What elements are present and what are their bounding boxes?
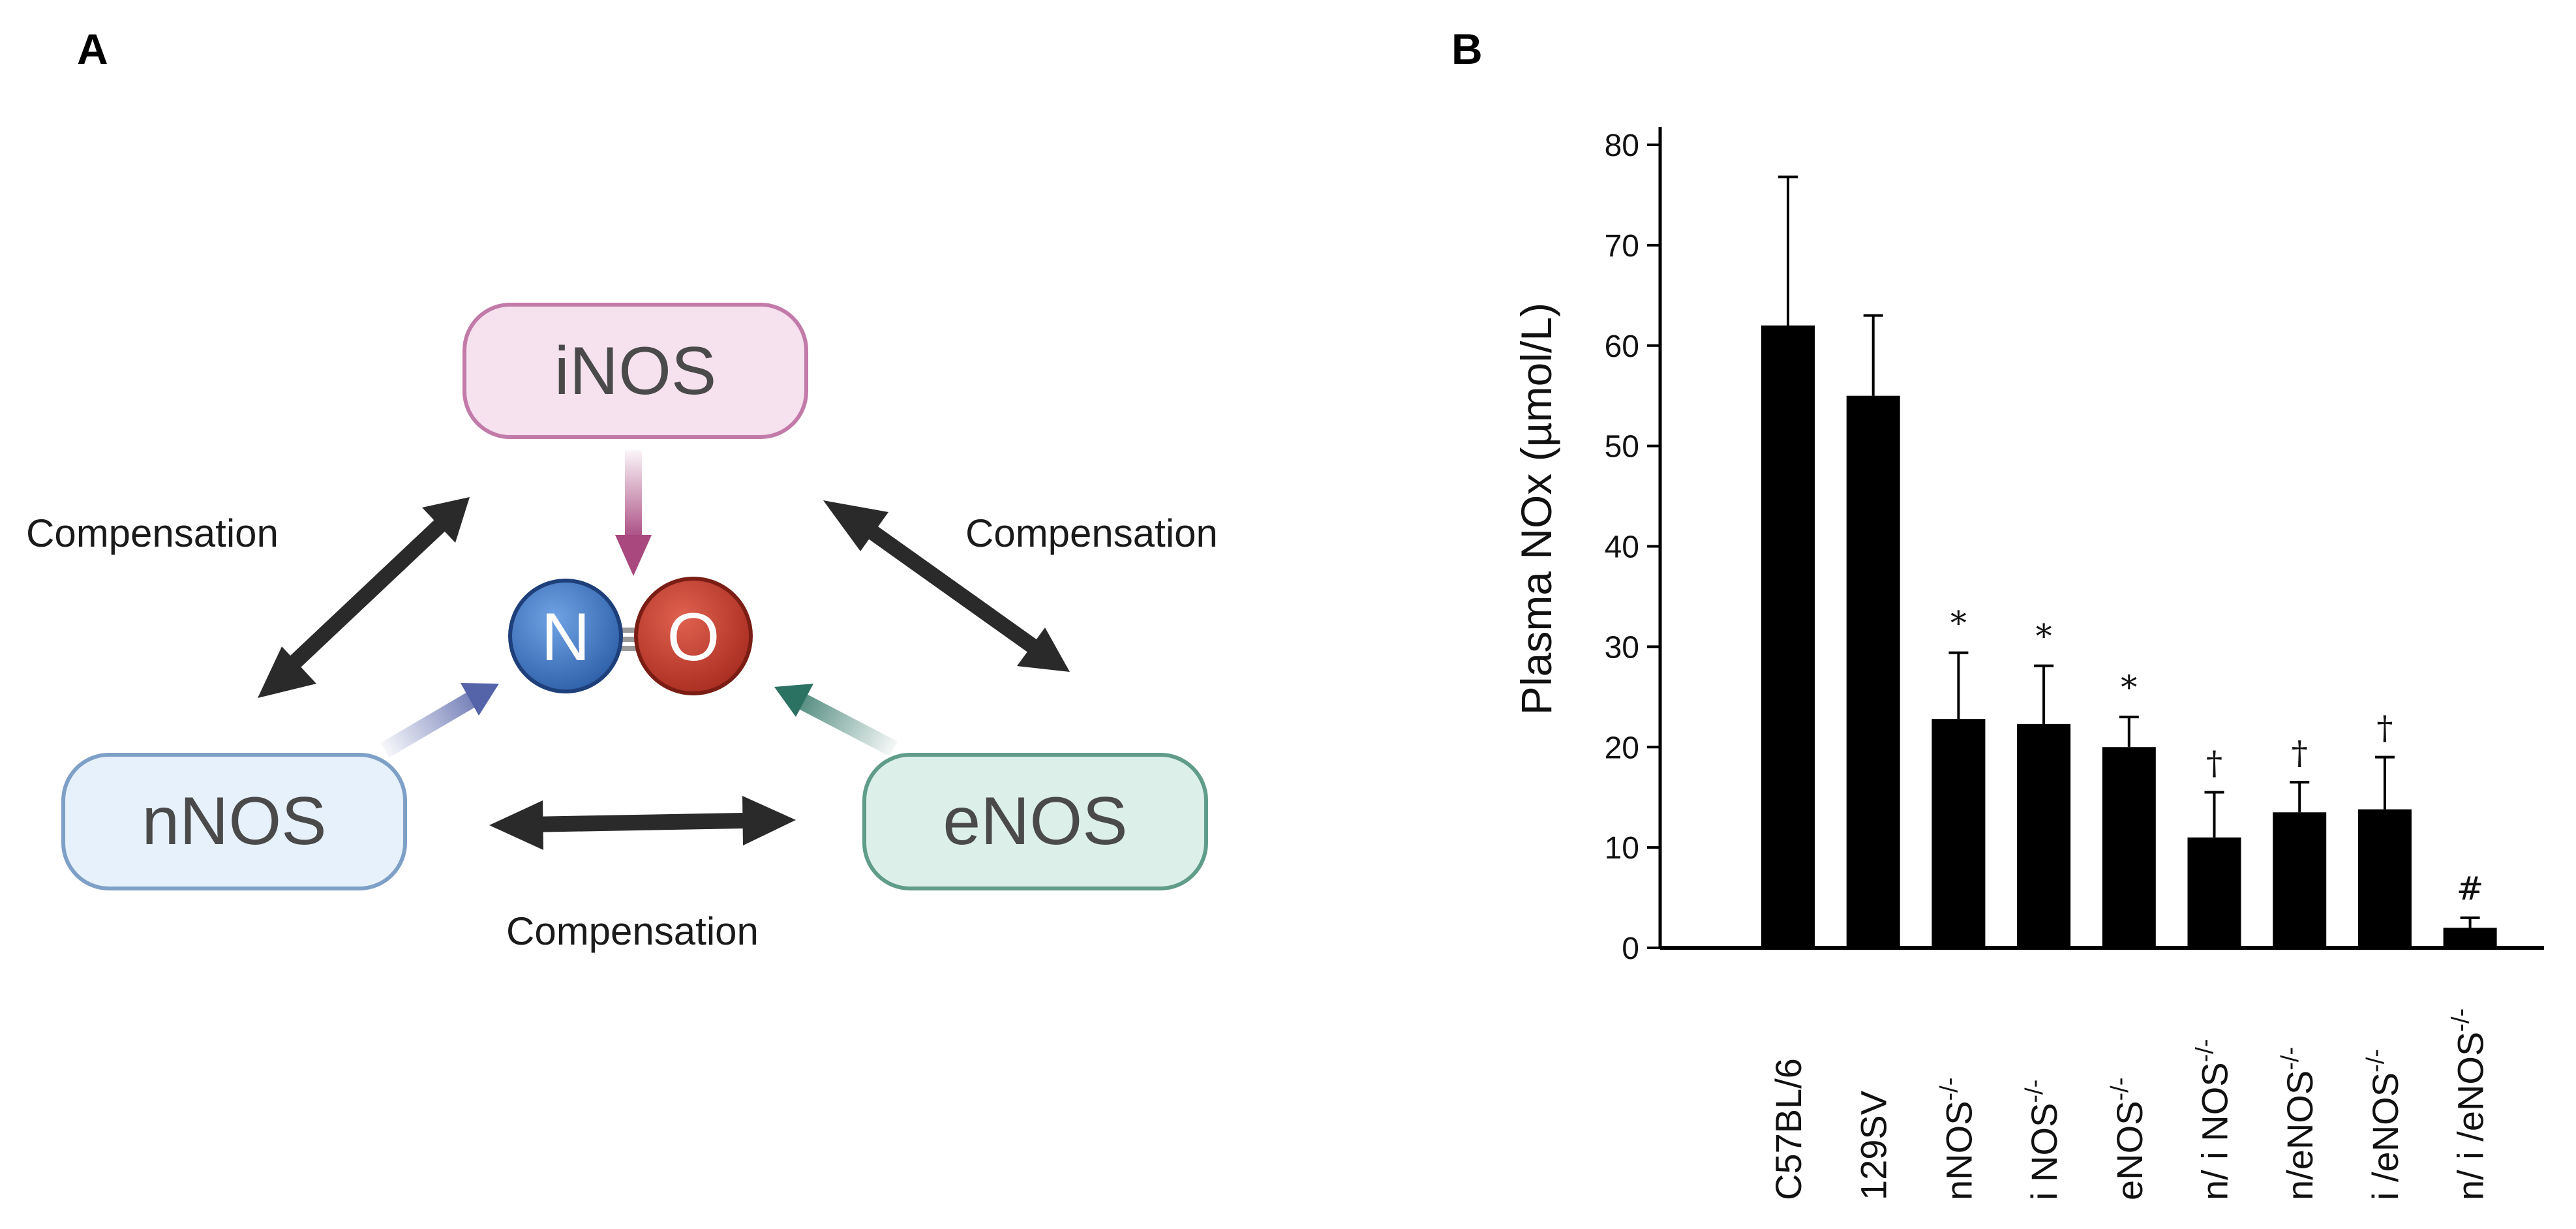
category-base: nNOS xyxy=(1938,1101,1979,1201)
y-tick-label: 70 xyxy=(1605,229,1639,264)
category-superscript: -/- xyxy=(2277,1047,2304,1070)
inos-node: iNOS xyxy=(462,303,808,439)
category-label: n/ i NOS-/- xyxy=(2192,1039,2235,1201)
category-label: n/eNOS-/- xyxy=(2277,1047,2320,1200)
enos-node: eNOS xyxy=(862,753,1208,890)
significance-marker: † xyxy=(2206,744,2222,781)
error-bar xyxy=(2204,791,2224,838)
error-bar xyxy=(1948,651,1969,720)
y-tick-label: 10 xyxy=(1605,831,1639,866)
y-axis-label: Plasma NOx (µmol/L) xyxy=(1512,303,1560,715)
panel-a-letter: A xyxy=(77,25,108,73)
compensation-label-left: Compensation xyxy=(26,511,279,555)
error-bars xyxy=(1778,175,2480,928)
double-headed-arrow-icon xyxy=(1017,628,1070,672)
y-tick-label: 30 xyxy=(1605,630,1639,665)
y-tick-label: 60 xyxy=(1605,329,1639,364)
y-axis: 0 10 20 30 40 50 60 70 80 xyxy=(1605,127,1662,966)
bar xyxy=(2187,837,2241,948)
compensation-arrow-right xyxy=(823,500,1070,672)
bar xyxy=(2443,928,2497,948)
category-base: C57BL/6 xyxy=(1768,1058,1809,1200)
error-bar xyxy=(2034,664,2054,724)
category-superscript: -/- xyxy=(1935,1078,1963,1101)
error-bar xyxy=(2460,916,2480,928)
y-tick-label: 80 xyxy=(1605,129,1639,163)
double-headed-arrow-icon xyxy=(422,497,470,543)
category-superscript: -/- xyxy=(2106,1078,2134,1101)
category-base: n/ i /eNOS xyxy=(2450,1032,2491,1200)
significance-marker: † xyxy=(2292,734,2308,772)
bar xyxy=(1846,395,1900,948)
bar xyxy=(2102,747,2156,948)
significance-marker: * xyxy=(1950,605,1967,643)
compensation-label-bottom: Compensation xyxy=(506,909,759,953)
bar xyxy=(2273,812,2327,948)
compensation-arrow-left xyxy=(258,497,470,698)
panel-b-letter: B xyxy=(1451,25,1483,73)
category-label: eNOS-/- xyxy=(2106,1078,2150,1200)
error-bar xyxy=(2374,755,2395,810)
category-label: i /eNOS-/- xyxy=(2362,1049,2406,1200)
bar xyxy=(2017,723,2071,948)
category-base: i /eNOS xyxy=(2365,1072,2406,1200)
inos-arrow xyxy=(615,450,652,576)
category-base: n/eNOS xyxy=(2279,1070,2320,1200)
category-superscript: -/- xyxy=(2447,1009,2475,1032)
double-headed-arrow-icon xyxy=(489,800,543,850)
category-superscript: -/- xyxy=(2362,1049,2389,1072)
double-headed-arrow-icon xyxy=(742,796,796,845)
category-label: C57BL/6 xyxy=(1768,1058,1809,1200)
significance-marker: # xyxy=(2457,870,2484,907)
oxygen-atom xyxy=(634,577,753,695)
double-headed-arrow-icon xyxy=(823,500,888,551)
bars xyxy=(1761,325,2497,948)
nnos-arrow xyxy=(380,683,499,758)
significance-marker: † xyxy=(2376,709,2393,747)
category-label: 129SV xyxy=(1853,1090,1894,1200)
nitric-oxide-molecule-icon: N O xyxy=(508,577,753,695)
significance-markers: * * * † † † # xyxy=(1950,605,2484,907)
compensation-label-right: Compensation xyxy=(965,511,1218,555)
category-base: i NOS xyxy=(2023,1103,2065,1200)
significance-marker: * xyxy=(2036,618,2052,656)
error-bar xyxy=(2119,716,2139,748)
bar xyxy=(2357,809,2412,948)
category-superscript: -/- xyxy=(2192,1039,2219,1063)
nitrogen-atom xyxy=(508,579,623,693)
bar xyxy=(1761,325,1815,948)
panel-a: A Compensation Compensation Compensation xyxy=(26,25,1218,953)
category-label: nNOS-/- xyxy=(1935,1078,1979,1200)
oxygen-label: O xyxy=(667,599,720,675)
nnos-node: nNOS xyxy=(61,753,407,890)
double-headed-arrow-icon xyxy=(258,646,316,698)
category-base: 129SV xyxy=(1853,1090,1894,1200)
y-tick-label: 0 xyxy=(1622,932,1639,966)
error-bar xyxy=(1863,314,1883,396)
y-tick-label: 20 xyxy=(1605,731,1639,765)
bar xyxy=(1932,719,1986,948)
compensation-arrow-bottom xyxy=(489,796,796,850)
enos-arrow xyxy=(774,684,898,757)
nnos-label: nNOS xyxy=(142,783,326,859)
y-tick-label: 40 xyxy=(1605,530,1639,565)
category-label: n/ i /eNOS-/- xyxy=(2447,1009,2491,1200)
y-tick-label: 50 xyxy=(1605,430,1639,464)
significance-marker: * xyxy=(2121,669,2137,706)
category-base: eNOS xyxy=(2109,1101,2150,1201)
error-bar xyxy=(1778,175,1798,326)
enos-label: eNOS xyxy=(943,783,1127,859)
nitrogen-label: N xyxy=(541,599,590,675)
category-base: n/ i NOS xyxy=(2194,1062,2235,1200)
inos-label: iNOS xyxy=(554,333,716,409)
category-superscript: -/- xyxy=(2021,1080,2048,1103)
category-label: i NOS-/- xyxy=(2021,1080,2065,1200)
panel-b: B Plasma NOx (µmol/L) 01020304050607080 … xyxy=(1451,25,2544,1200)
error-bar xyxy=(2290,781,2310,813)
